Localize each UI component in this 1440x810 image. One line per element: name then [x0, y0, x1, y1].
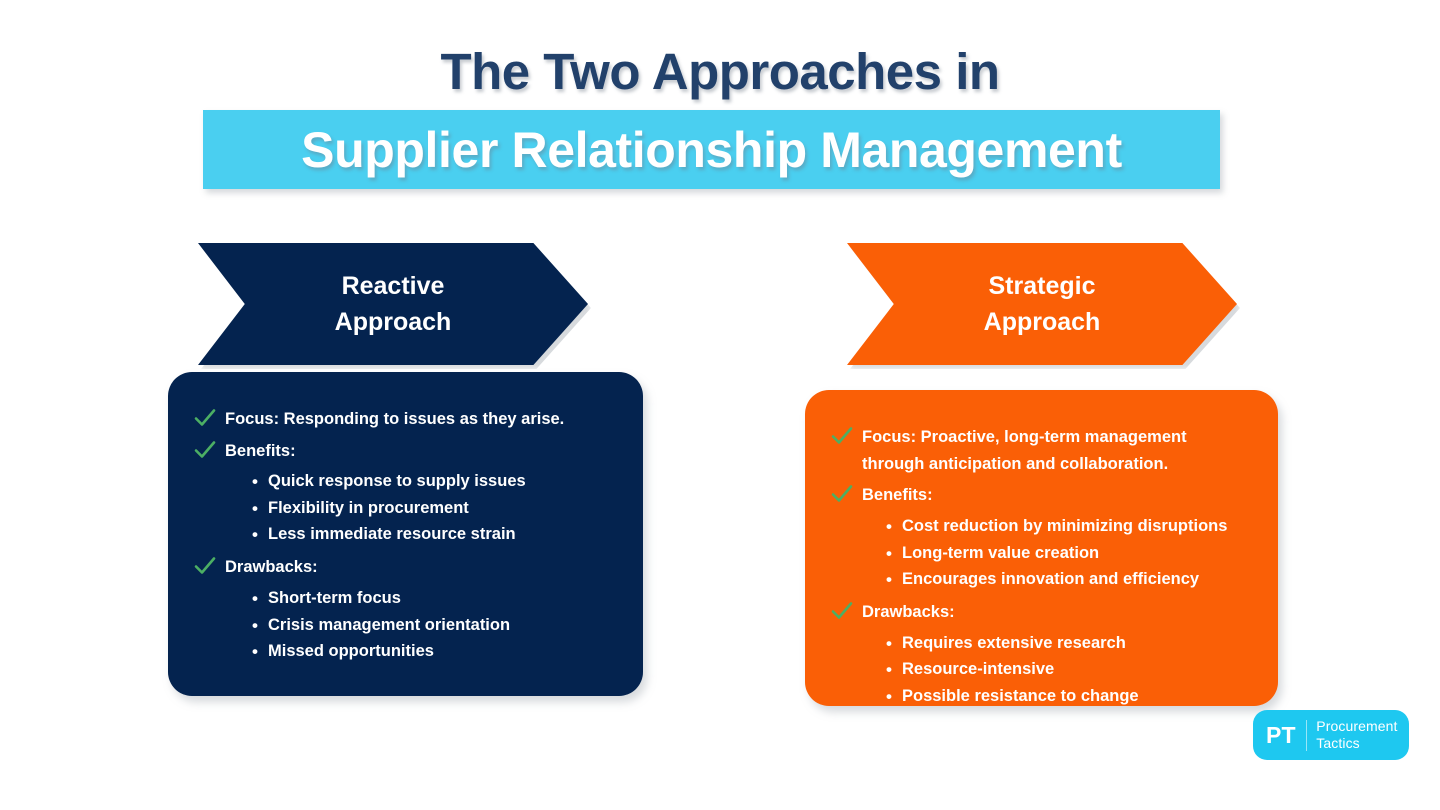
section-heading-label: Drawbacks:: [862, 603, 955, 622]
bullet-icon: •: [886, 569, 892, 589]
list-item-label: Crisis management orientation: [268, 615, 511, 634]
section-heading-label: Drawbacks:: [225, 558, 318, 577]
bullet-icon: •: [252, 589, 258, 609]
logo-monogram: PT: [1266, 721, 1296, 748]
list-item: • Quick response to supply issues: [252, 469, 617, 495]
list-item: • Missed opportunities: [252, 639, 617, 665]
bullet-icon: •: [252, 641, 258, 661]
list-item: • Less immediate resource strain: [252, 522, 617, 548]
bullet-icon: •: [252, 615, 258, 635]
bullet-icon: •: [252, 472, 258, 492]
list-item-label: Short-term focus: [268, 589, 401, 608]
strategic-approach-card: Focus: Proactive, long-term management t…: [805, 390, 1278, 706]
section-heading-row: Benefits:: [831, 482, 1252, 509]
strategic-header-line1: Strategic: [988, 271, 1096, 300]
section-heading-label: Focus: Responding to issues as they aris…: [225, 410, 565, 428]
section-heading-row: Focus: Responding to issues as they aris…: [194, 406, 617, 433]
bullet-icon: •: [886, 633, 892, 653]
list-item-label: Less immediate resource strain: [268, 525, 516, 544]
logo-word-line1: Procurement: [1316, 717, 1398, 734]
page-title-line2: Supplier Relationship Management: [301, 121, 1122, 178]
list-item-label: Possible resistance to change: [902, 686, 1139, 705]
list-item-label: Missed opportunities: [268, 641, 434, 660]
section-heading-row: Benefits:: [194, 438, 617, 465]
list-item: • Short-term focus: [252, 586, 617, 612]
logo-wordmark: Procurement Tactics: [1316, 718, 1397, 753]
list-item-label: Encourages innovation and efficiency: [902, 569, 1200, 588]
check-icon: [194, 408, 218, 428]
check-icon: [194, 556, 218, 576]
list-item-label: Requires extensive research: [902, 633, 1126, 652]
reactive-approach-header: Reactive Approach: [198, 243, 588, 365]
list-item-label: Cost reduction by minimizing disruptions: [902, 517, 1228, 536]
strategic-approach-header: Strategic Approach: [847, 243, 1237, 365]
strategic-header-line2: Approach: [983, 308, 1101, 336]
list-item: • Encourages innovation and efficiency: [886, 567, 1252, 593]
section-heading-label: Benefits:: [862, 486, 933, 505]
list-item: • Long-term value creation: [886, 541, 1252, 567]
section-bullet-list: • Short-term focus • Crisis management orie…: [194, 586, 617, 665]
logo-word-line2: Tactics: [1316, 735, 1360, 751]
section-heading-row: Focus: Proactive, long-term management t…: [831, 424, 1252, 477]
section-heading-row: Drawbacks:: [831, 599, 1252, 626]
bullet-icon: •: [886, 543, 892, 563]
check-icon: [194, 440, 218, 460]
page-title-line1: The Two Approaches in: [440, 43, 1000, 100]
reactive-header-line2: Approach: [334, 308, 452, 336]
section-bullet-list: • Quick response to supply issues • Flexibi…: [194, 469, 617, 548]
bullet-icon: •: [886, 517, 892, 537]
list-item: • Crisis management orientation: [252, 613, 617, 639]
list-item-label: Flexibility in procurement: [268, 498, 469, 517]
bullet-icon: •: [252, 498, 258, 518]
section-bullet-list: • Requires extensive research • Resource-in…: [831, 631, 1252, 710]
bullet-icon: •: [886, 686, 892, 706]
logo-divider: [1305, 719, 1308, 751]
reactive-card-content: Focus: Responding to issues as they aris…: [168, 372, 643, 696]
list-item: • Flexibility in procurement: [252, 496, 617, 522]
list-item-label: Long-term value creation: [902, 543, 1100, 562]
bullet-icon: •: [252, 525, 258, 545]
section-heading-label: Benefits:: [225, 441, 296, 460]
list-item: • Cost reduction by minimizing disruption…: [886, 514, 1252, 540]
list-item: • Resource-intensive: [886, 657, 1252, 683]
reactive-header-line1: Reactive: [341, 271, 445, 300]
check-icon: [831, 601, 855, 621]
strategic-card-content: Focus: Proactive, long-term management t…: [805, 390, 1278, 706]
check-icon: [831, 426, 855, 446]
list-item-label: Quick response to supply issues: [268, 472, 526, 491]
bullet-icon: •: [886, 660, 892, 680]
check-icon: [831, 484, 855, 504]
procurement-tactics-logo[interactable]: PT Procurement Tactics: [1253, 710, 1409, 760]
list-item-label: Resource-intensive: [902, 660, 1055, 679]
section-heading-label: Focus: Proactive, long-term management t…: [862, 428, 1187, 473]
title-banner: Supplier Relationship Management: [203, 110, 1220, 189]
list-item: • Requires extensive research: [886, 631, 1252, 657]
section-bullet-list: • Cost reduction by minimizing disruption…: [831, 514, 1252, 593]
reactive-approach-card: Focus: Responding to issues as they aris…: [168, 372, 643, 696]
section-heading-row: Drawbacks:: [194, 554, 617, 581]
list-item: • Possible resistance to change: [886, 684, 1252, 710]
